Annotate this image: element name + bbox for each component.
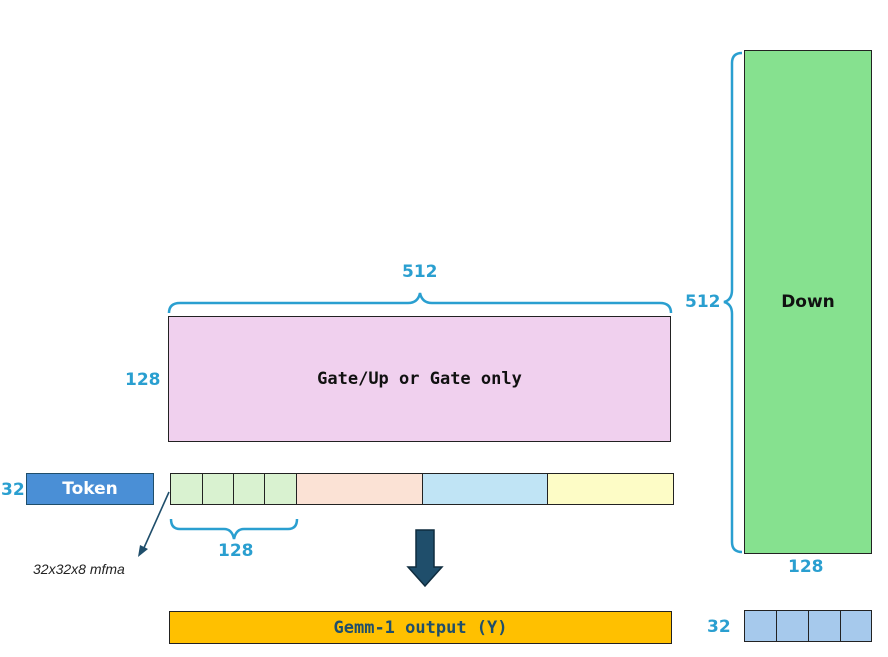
mfma-tile: [264, 473, 297, 505]
output-block: Gemm-1 output (Y): [169, 611, 672, 644]
down-width-label: 128: [788, 557, 824, 577]
gate-width-brace: [167, 292, 673, 314]
token-block: Token: [26, 473, 154, 505]
mfma-pointer-line: [142, 491, 170, 551]
token-rows-label: 32: [1, 480, 25, 500]
token-row-strip: [170, 473, 674, 505]
segment-blue: [422, 473, 548, 505]
segment-yellow: [547, 473, 674, 505]
mfma-tile: [202, 473, 234, 505]
down-height-brace: [723, 51, 743, 554]
down-height-label: 512: [685, 292, 721, 312]
output-cell: [744, 610, 777, 642]
segment-peach: [296, 473, 423, 505]
output-cell: [776, 610, 809, 642]
output-cells: [744, 610, 872, 642]
tile-width-brace: [169, 518, 299, 540]
tile-width-label: 128: [218, 541, 254, 561]
output-rows-label: 32: [707, 617, 731, 637]
output-block-label: Gemm-1 output (Y): [333, 617, 508, 638]
gate-block: Gate/Up or Gate only: [168, 316, 671, 442]
output-cell: [840, 610, 872, 642]
mfma-note: 32x32x8 mfma: [33, 561, 125, 577]
gate-block-label: Gate/Up or Gate only: [317, 369, 522, 389]
mfma-tile: [170, 473, 203, 505]
down-block-label: Down: [781, 292, 835, 312]
down-block: Down: [744, 50, 872, 554]
mfma-pointer-head: [138, 545, 148, 557]
token-block-label: Token: [62, 479, 118, 499]
output-cell: [808, 610, 841, 642]
mfma-tile: [233, 473, 265, 505]
down-arrow-icon: [406, 529, 444, 588]
gate-height-label: 128: [125, 370, 161, 390]
gate-width-label: 512: [402, 262, 438, 282]
